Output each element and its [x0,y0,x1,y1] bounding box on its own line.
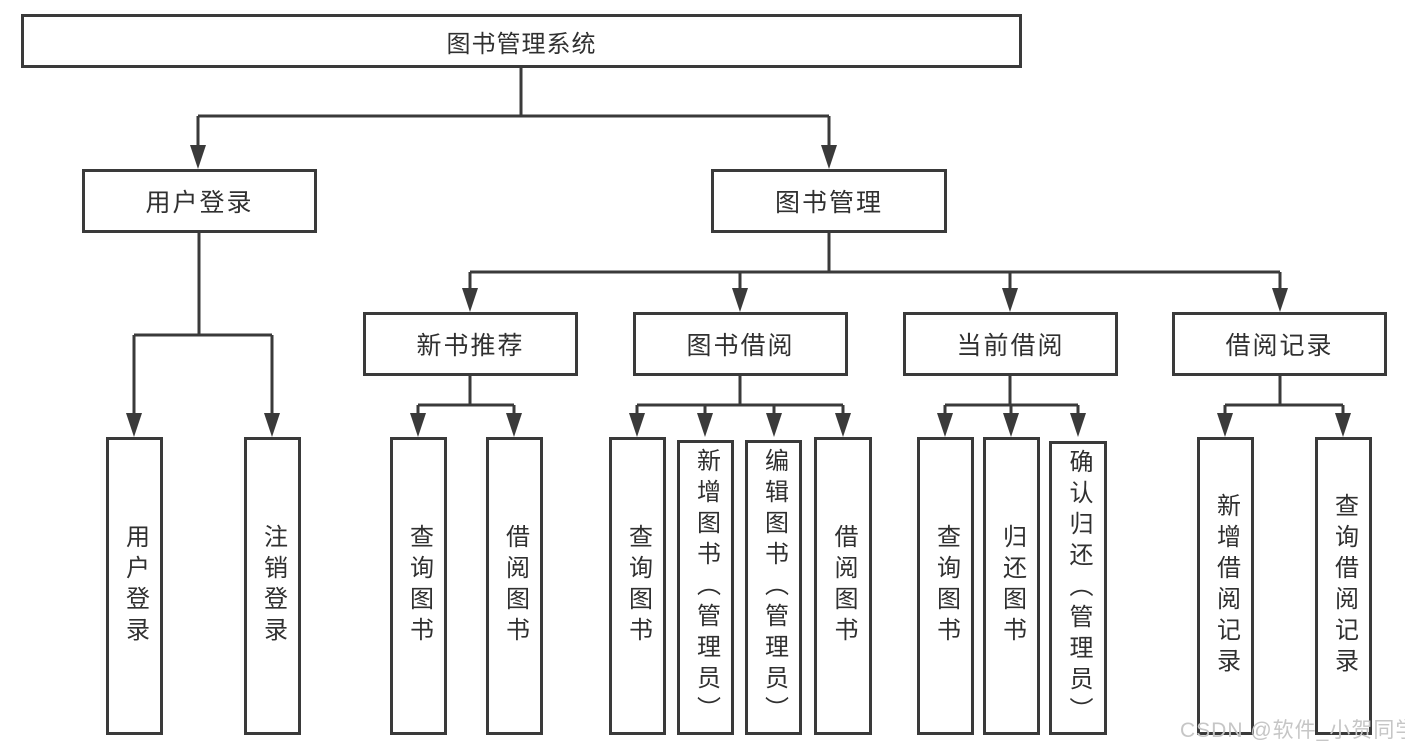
leaf-borrow-books-2: 借阅图书 [814,437,872,735]
arrowhead-level3 [1272,288,1288,312]
node-label: 借阅记录 [1225,332,1334,360]
node-label: 确认归还（管理员） [1065,448,1092,728]
leaf-return-books: 归还图书 [983,437,1040,735]
connector-book-borrow [635,376,845,416]
node-user-login-group: 用户登录 [82,169,317,233]
node-label: 用户登录 [121,524,149,648]
arrowhead-leaf [766,413,782,437]
node-label: 注销登录 [259,524,287,648]
arrowhead-leaf [410,413,426,437]
arrowhead-user-login [190,145,206,169]
node-borrowing-records: 借阅记录 [1172,312,1387,376]
node-label: 新增图书（管理员） [692,448,720,727]
arrowhead-leaf [1217,413,1233,437]
connector-book-mgmt [468,233,1282,291]
connector-root [196,68,831,148]
arrowhead-level3 [462,288,478,312]
arrowhead-leaf [264,413,280,437]
node-label: 借阅图书 [501,524,529,648]
node-label: 查询图书 [624,524,652,648]
node-label: 查询借阅记录 [1330,493,1358,679]
csdn-watermark: CSDN @软件_小贺同学 [1180,719,1405,742]
connector-current-borrow [943,376,1080,416]
node-library-system: 图书管理系统 [21,14,1022,68]
arrowhead-leaf [506,413,522,437]
arrowhead-leaf [937,413,953,437]
node-current-borrowing: 当前借阅 [903,312,1118,376]
node-label: 当前借阅 [956,332,1065,360]
node-label: 编辑图书（管理员） [760,448,788,727]
leaf-query-books-3: 查询图书 [917,437,974,735]
node-book-management: 图书管理 [711,169,947,233]
node-label: 归还图书 [998,524,1026,648]
leaf-query-borrow-record: 查询借阅记录 [1315,437,1372,735]
leaf-query-books-1: 查询图书 [390,437,447,735]
leaf-borrow-books-1: 借阅图书 [486,437,543,735]
leaf-add-books-admin: 新增图书（管理员） [677,440,734,735]
leaf-user-login: 用户登录 [106,437,163,735]
arrowhead-leaf [697,413,713,437]
connector-user-login [132,233,274,416]
node-label: 图书管理 [774,189,883,217]
connector-borrow-records [1223,376,1345,416]
arrowhead-book-mgmt [821,145,837,169]
node-label: 查询图书 [405,524,433,648]
arrowhead-leaf [1070,413,1086,437]
node-book-borrowing: 图书借阅 [633,312,848,376]
arrowhead-leaf [126,413,142,437]
arrowhead-leaf [835,413,851,437]
node-label: 查询图书 [932,524,960,648]
arrowhead-level3 [1002,288,1018,312]
node-label: 借阅图书 [830,524,857,648]
node-label: 新书推荐 [416,332,525,360]
leaf-add-borrow-record: 新增借阅记录 [1197,437,1254,735]
arrowhead-leaf [1003,413,1019,437]
node-new-book-recommend: 新书推荐 [363,312,578,376]
node-label: 用户登录 [145,189,254,217]
leaf-confirm-return-admin: 确认归还（管理员） [1049,441,1107,735]
leaf-logout: 注销登录 [244,437,301,735]
node-label: 图书管理系统 [446,30,597,58]
node-label: 新增借阅记录 [1212,493,1240,679]
arrowhead-leaf [629,413,645,437]
node-label: 图书借阅 [686,332,795,360]
arrowhead-level3 [732,288,748,312]
connector-new-books [416,376,516,416]
leaf-query-books-2: 查询图书 [609,437,666,735]
arrowhead-leaf [1335,413,1351,437]
leaf-edit-books-admin: 编辑图书（管理员） [745,440,802,735]
